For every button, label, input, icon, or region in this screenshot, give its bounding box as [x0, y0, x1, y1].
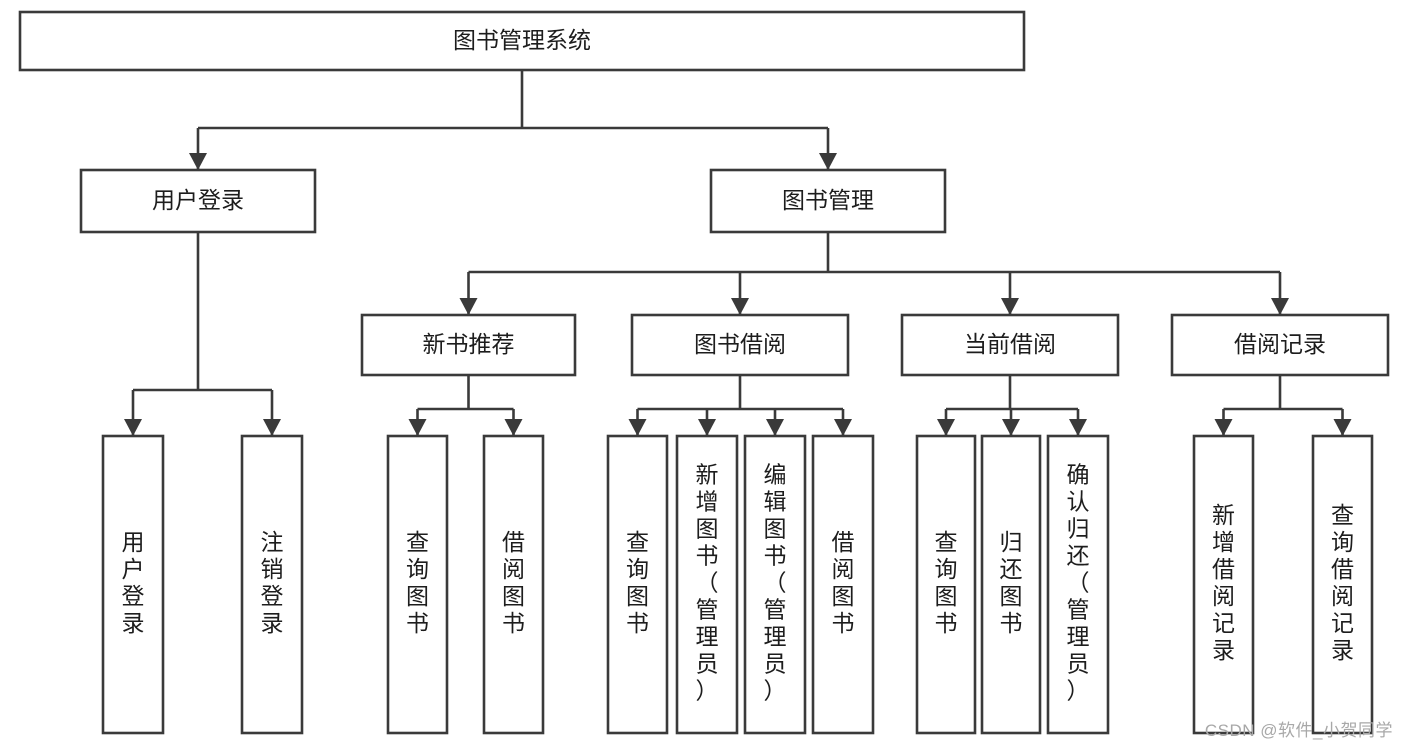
node-label: 编辑图书（管理员） [764, 462, 787, 704]
node-box [1170, 313, 1390, 377]
node-box [101, 434, 165, 735]
node-leaf-查询图书-2[interactable]: 查询图书 [386, 434, 449, 735]
connectors-layer [124, 70, 1352, 436]
node-box [18, 10, 1026, 72]
node-label: 查询借阅记录 [1331, 502, 1354, 663]
arrow-head-book-management-1 [731, 298, 749, 315]
arrow-head-book-management-0 [459, 298, 478, 315]
node-label: 图书管理 [782, 187, 874, 213]
node-box [980, 434, 1042, 735]
node-box [915, 434, 977, 735]
node-l3-当前借阅-2[interactable]: 当前借阅 [900, 313, 1120, 377]
node-leaf-归还图书-9[interactable]: 归还图书 [980, 434, 1042, 735]
node-l3-新书推荐-0[interactable]: 新书推荐 [360, 313, 577, 377]
node-box [1046, 434, 1110, 735]
node-label: 新增借阅记录 [1212, 502, 1235, 663]
arrow-head-l3-2-0 [937, 419, 955, 436]
node-leaf-新增借阅记录-11[interactable]: 新增借阅记录 [1192, 434, 1255, 735]
arrow-head-l3-1-1 [698, 419, 716, 436]
arrow-head-root-0 [189, 153, 207, 170]
arrow-head-l3-3-0 [1214, 419, 1233, 436]
node-label: 新增图书（管理员） [696, 462, 719, 704]
node-root-图书管理系统-0[interactable]: 图书管理系统 [18, 10, 1026, 72]
node-label: 注销登录 [261, 529, 284, 636]
node-label: 查询图书 [406, 529, 429, 636]
arrow-head-user-login-0 [124, 419, 142, 436]
arrow-head-l3-1-2 [766, 419, 784, 436]
node-box [386, 434, 449, 735]
arrow-head-l3-2-2 [1069, 419, 1087, 436]
arrow-head-l3-1-3 [834, 419, 852, 436]
node-label: 图书管理系统 [453, 27, 591, 53]
node-box [606, 434, 669, 735]
arrow-head-l3-0-1 [504, 419, 523, 436]
arrow-head-l3-0-0 [408, 419, 427, 436]
node-label: 用户登录 [122, 529, 145, 636]
node-label: 归还图书 [1000, 529, 1023, 636]
node-leaf-新增图书管理员-5[interactable]: 新增图书（管理员） [675, 434, 739, 735]
node-leaf-查询图书-4[interactable]: 查询图书 [606, 434, 669, 735]
node-leaf-借阅图书-7[interactable]: 借阅图书 [811, 434, 875, 735]
node-leaf-注销登录-1[interactable]: 注销登录 [240, 434, 304, 735]
arrow-head-l3-2-1 [1002, 419, 1020, 436]
node-label: 新书推荐 [423, 331, 515, 357]
node-box [240, 434, 304, 735]
node-box [630, 313, 850, 377]
node-label: 借阅图书 [832, 529, 855, 636]
arrow-head-root-1 [819, 153, 837, 170]
node-leaf-借阅图书-3[interactable]: 借阅图书 [482, 434, 545, 735]
node-leaf-用户登录-0[interactable]: 用户登录 [101, 434, 165, 735]
node-l2-图书管理-1[interactable]: 图书管理 [709, 168, 947, 234]
node-l2-用户登录-0[interactable]: 用户登录 [79, 168, 317, 234]
node-box [79, 168, 317, 234]
node-label: 用户登录 [152, 187, 244, 213]
node-box [675, 434, 739, 735]
node-box [743, 434, 807, 735]
node-box [900, 313, 1120, 377]
node-leaf-查询图书-8[interactable]: 查询图书 [915, 434, 977, 735]
node-label: 查询图书 [626, 529, 649, 636]
node-label: 当前借阅 [964, 331, 1056, 357]
node-leaf-查询借阅记录-12[interactable]: 查询借阅记录 [1311, 434, 1374, 735]
arrow-head-book-management-3 [1271, 298, 1289, 315]
node-label: 图书借阅 [694, 331, 786, 357]
node-label: 借阅图书 [502, 529, 525, 636]
node-leaf-编辑图书管理员-6[interactable]: 编辑图书（管理员） [743, 434, 807, 735]
node-l3-图书借阅-1[interactable]: 图书借阅 [630, 313, 850, 377]
node-label: 查询图书 [935, 529, 958, 636]
node-label: 确认归还（管理员） [1067, 462, 1090, 704]
nodes-layer: 图书管理系统用户登录图书管理新书推荐图书借阅当前借阅借阅记录用户登录注销登录查询… [18, 10, 1390, 735]
node-box [709, 168, 947, 234]
arrow-head-user-login-1 [263, 419, 281, 436]
node-l3-借阅记录-3[interactable]: 借阅记录 [1170, 313, 1390, 377]
node-box [482, 434, 545, 735]
arrow-head-l3-1-0 [628, 419, 647, 436]
node-box [360, 313, 577, 377]
node-box [1192, 434, 1255, 735]
arrow-head-l3-3-1 [1333, 419, 1352, 436]
node-label: 借阅记录 [1234, 331, 1326, 357]
node-box [1311, 434, 1374, 735]
arrow-head-book-management-2 [1001, 298, 1019, 315]
node-box [811, 434, 875, 735]
node-leaf-确认归还管理员-10[interactable]: 确认归还（管理员） [1046, 434, 1110, 735]
